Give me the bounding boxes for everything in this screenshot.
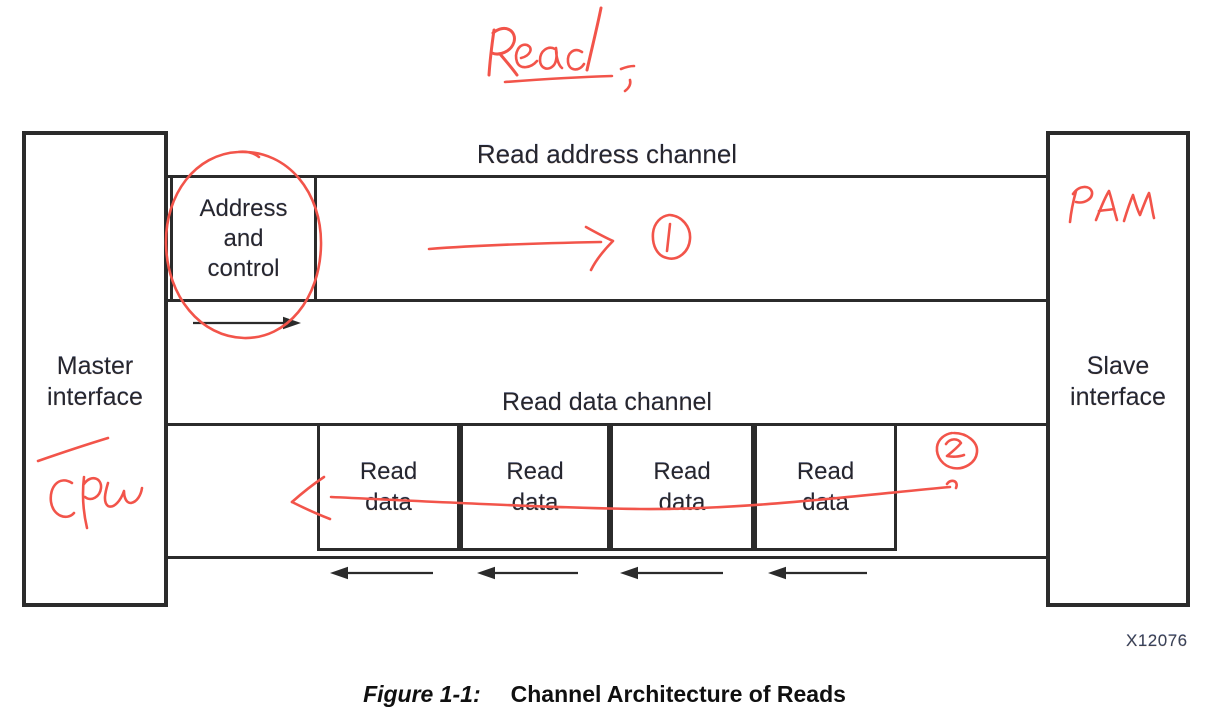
read-data-channel-label: Read data channel (502, 388, 712, 416)
read-data-left-arrow-2 (477, 566, 578, 580)
read-data-box-1-label: Read data (360, 456, 417, 518)
annotation-step1-circled-number (651, 213, 692, 260)
slave-interface-label-line2: interface (1070, 383, 1166, 411)
master-interface-box: Master interface (22, 131, 168, 607)
slave-interface-label: Slave interface (1050, 351, 1186, 413)
read-data-box-4-line1: Read (796, 458, 855, 485)
slave-interface-box: Slave interface (1046, 131, 1190, 607)
address-and-control-line3: control (207, 254, 280, 282)
read-data-left-arrow-4 (768, 566, 867, 580)
slave-interface-label-line1: Slave (1086, 352, 1150, 380)
read-data-box-3-label: Read data (653, 456, 710, 518)
read-data-left-arrow-1 (330, 566, 433, 580)
read-address-channel-label: Read address channel (476, 139, 738, 169)
read-data-box-2-line1: Read (506, 458, 564, 485)
annotation-arrow-step1 (427, 225, 615, 272)
master-interface-label: Master interface (26, 351, 164, 413)
read-data-box-3-line1: Read (653, 458, 711, 485)
read-data-channel-bottom-rail (168, 556, 1046, 559)
read-data-box-4-label: Read data (797, 456, 854, 518)
read-data-box-4: Read data (754, 423, 897, 551)
annotation-step2-circled-number (935, 431, 979, 470)
master-interface-label-line2: interface (47, 383, 143, 411)
read-data-box-1-line2: data (365, 489, 412, 516)
read-data-box-2-line2: data (511, 489, 559, 516)
figure-caption: Figure 1-1: Channel Architecture of Read… (0, 681, 1209, 708)
read-data-box-2: Read data (460, 423, 610, 551)
address-and-control-line2: and (223, 224, 264, 252)
figure-caption-label: Figure 1-1: (363, 681, 481, 707)
address-and-control-box: Address and control (170, 175, 317, 302)
read-data-box-3-line2: data (658, 489, 706, 516)
figure-id-text: X12076 (1126, 631, 1188, 650)
figure-caption-title: Channel Architecture of Reads (510, 681, 846, 707)
read-data-box-2-label: Read data (506, 456, 563, 518)
address-and-control-label: Address and control (199, 194, 287, 284)
master-interface-label-line1: Master (56, 352, 134, 380)
read-address-channel-bottom-rail (168, 299, 1046, 302)
handwritten-read-title (487, 6, 636, 93)
read-data-box-4-line2: data (802, 489, 849, 516)
read-data-box-3: Read data (610, 423, 754, 551)
read-data-left-arrow-3 (620, 566, 723, 580)
read-address-channel-top-rail (168, 175, 1046, 178)
read-data-box-1-line1: Read (359, 458, 418, 485)
address-channel-right-arrow (193, 316, 301, 330)
read-data-box-1: Read data (317, 423, 460, 551)
address-and-control-line1: Address (199, 194, 288, 222)
